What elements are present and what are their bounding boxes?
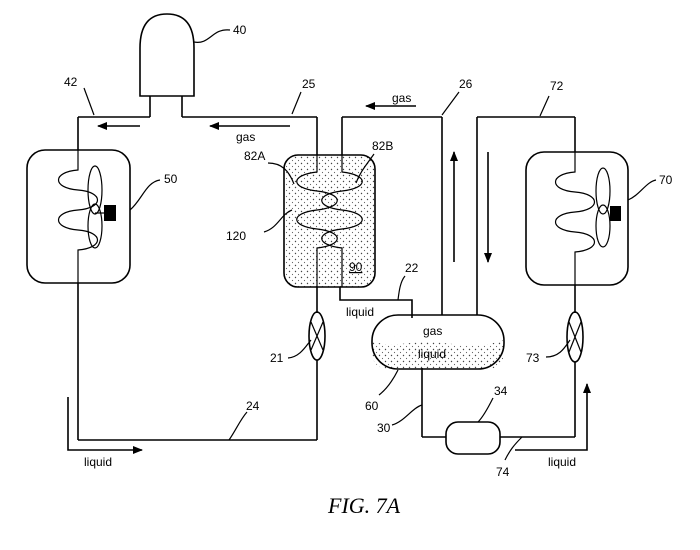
ref-90: 90 (349, 260, 363, 274)
ref-73: 73 (526, 351, 540, 365)
ref-24: 24 (246, 399, 260, 413)
ref-74: 74 (496, 465, 510, 479)
ref-60: 60 (365, 399, 379, 413)
word-gas-left: gas (236, 130, 255, 144)
word-gas-top: gas (392, 91, 411, 105)
ref-26: 26 (459, 77, 473, 91)
ref-82b: 82B (372, 139, 393, 153)
ref-120: 120 (226, 229, 246, 243)
ref-22: 22 (405, 261, 419, 275)
ref-34: 34 (494, 384, 508, 398)
ref-30: 30 (377, 421, 391, 435)
word-gas-tank: gas (423, 324, 442, 338)
expansion-valve-73 (567, 312, 583, 362)
ref-42: 42 (64, 75, 78, 89)
left-circuit-pipes (78, 117, 317, 440)
expansion-valve-21 (309, 312, 325, 360)
component-34 (446, 422, 500, 454)
figure-caption: FIG. 7A (327, 493, 401, 518)
ref-25: 25 (302, 77, 316, 91)
word-liquid-tank: liquid (418, 347, 446, 361)
compressor-40 (140, 14, 194, 117)
ref-72: 72 (550, 79, 564, 93)
word-liquid-bottom-right: liquid (548, 455, 576, 469)
ref-40: 40 (233, 23, 247, 37)
heat-exchanger-70 (526, 152, 628, 285)
ref-70: 70 (659, 173, 673, 187)
ref-82a: 82A (244, 149, 265, 163)
ref-50: 50 (164, 172, 178, 186)
word-liquid-hx: liquid (346, 305, 374, 319)
heat-exchanger-50 (27, 150, 130, 283)
ref-21: 21 (270, 351, 284, 365)
word-liquid-bottom-left: liquid (84, 455, 112, 469)
